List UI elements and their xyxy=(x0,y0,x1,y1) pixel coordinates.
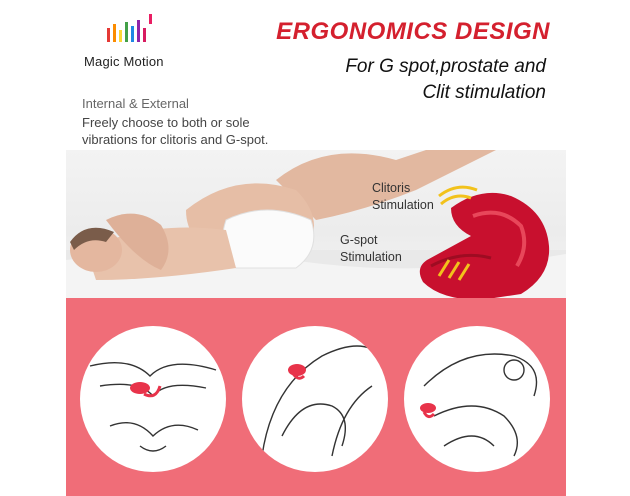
usage-circle-internal xyxy=(242,326,388,472)
headline: ERGONOMICS DESIGN xyxy=(276,18,550,45)
usage-circle-external xyxy=(80,326,226,472)
internal-use-icon xyxy=(261,345,383,457)
external-use-icon xyxy=(89,361,217,452)
description-body: Freely choose to both or sole vibrations… xyxy=(82,115,269,147)
couple-use-icon xyxy=(420,353,538,457)
magic-motion-logo-icon xyxy=(107,14,152,42)
usage-circle-couple xyxy=(404,326,550,472)
device-illustration xyxy=(419,185,550,300)
brand-name: Magic Motion xyxy=(84,54,164,69)
gspot-label-line-2: Stimulation xyxy=(340,250,402,264)
gspot-label-line-1: G-spot xyxy=(340,233,378,247)
banner-panel: Magic Motion ERGONOMICS DESIGN For G spo… xyxy=(66,0,566,496)
clitoris-label-line-1: Clitoris xyxy=(372,181,411,195)
clitoris-vibration-icon xyxy=(438,185,478,206)
clitoris-label-line-2: Stimulation xyxy=(372,198,434,212)
gspot-vibration-icon xyxy=(437,259,471,281)
description-title: Internal & External xyxy=(82,96,189,111)
subheadline-line-2: Clit stimulation xyxy=(422,82,546,103)
subheadline-line-1: For G spot,prostate and xyxy=(345,56,546,77)
